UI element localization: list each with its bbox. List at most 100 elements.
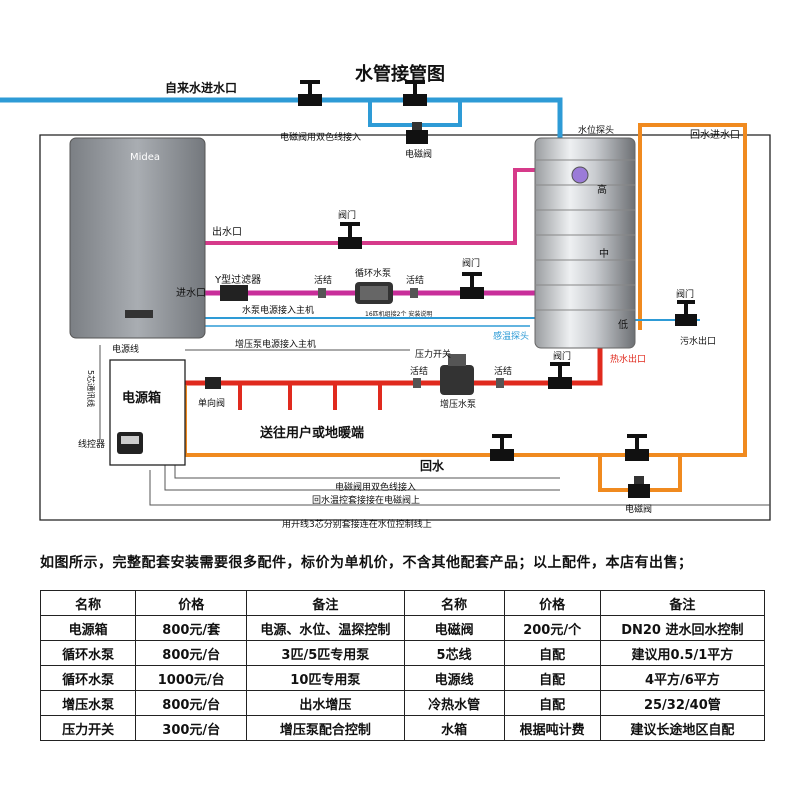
table-cell: 根据吨计费 (503, 715, 601, 741)
solenoid-valve-bottom (628, 476, 650, 498)
label-tap-inlet: 自来水进水口 (165, 80, 237, 95)
wire-1 (149, 470, 770, 506)
table-cell: 3匹/5匹专用泵 (246, 640, 405, 666)
label-to-users: 送往用户或地暖端 (259, 425, 364, 441)
solenoid-valve-top (406, 122, 428, 144)
table-cell: 电源箱 (39, 615, 137, 641)
label-five-core: 5芯通讯线 (86, 370, 96, 407)
table-cell: 200元/个 (503, 615, 601, 641)
valve-return-1 (490, 434, 514, 461)
label-solenoid-bottom: 电磁阀 (625, 503, 652, 515)
water-tank (534, 137, 636, 349)
header-cell: 价格 (503, 590, 601, 616)
circ-pump-icon (355, 282, 393, 304)
header-cell: 价格 (135, 590, 248, 616)
table-cell: 建议用0.5/1平方 (599, 640, 766, 666)
label-temp-probe: 感温探头 (493, 330, 529, 342)
table-row: 增压水泵 800元/台 出水增压 冷热水管 自配 25/32/40管 (39, 690, 766, 716)
table-cell: 压力开关 (39, 715, 137, 741)
label-valve-circ: 阀门 (462, 257, 480, 269)
table-row: 循环水泵 800元/台 3匹/5匹专用泵 5芯线 自配 建议用0.5/1平方 (39, 640, 766, 666)
check-valve-icon (205, 377, 221, 389)
hot-outlet-pipe (205, 168, 560, 245)
label-booster-power: 增压泵电源接入主机 (235, 338, 316, 350)
label-y-filter: Y型过滤器 (214, 273, 261, 286)
table-cell: 自配 (503, 665, 601, 691)
label-pump-note: 16匹机组接2个 安装说明 (365, 310, 432, 318)
label-inlet: 进水口 (176, 287, 206, 299)
table-cell: 800元/台 (135, 640, 248, 666)
union-1-icon (318, 288, 326, 298)
table-cell: 循环水泵 (39, 665, 137, 691)
label-valve-outlet: 阀门 (338, 209, 356, 221)
label-solenoid-top: 电磁阀 (405, 148, 432, 160)
table-row: 循环水泵 1000元/台 10匹专用泵 电源线 自配 4平方/6平方 (39, 665, 766, 691)
label-return-temp: 回水温控套接接在电磁阀上 (312, 494, 420, 506)
label-union-2: 活结 (406, 274, 424, 286)
valve-return-2 (625, 434, 649, 461)
table-cell: 1000元/台 (135, 665, 248, 691)
price-table: 名称 价格 备注 名称 价格 备注 电源箱 800元/套 电源、水位、温探控制 … (39, 590, 766, 741)
table-cell: 4平方/6平方 (599, 665, 766, 691)
label-valve-drain: 阀门 (676, 288, 694, 300)
table-cell: 自配 (503, 640, 601, 666)
booster-pump-icon (440, 354, 474, 395)
label-controller: 线控器 (78, 438, 105, 450)
heat-pump-unit: Midea (69, 137, 206, 339)
valve-cold-1 (298, 80, 322, 106)
header-cell: 备注 (599, 590, 766, 616)
notice-text: 如图所示，完整配套安装需要很多配件，标价为单机价，不含其他配套产品；以上配件，本… (40, 555, 693, 571)
label-drain-outlet: 污水出口 (680, 335, 716, 347)
union-4-icon (496, 378, 504, 388)
label-valve-hot: 阀门 (553, 350, 571, 362)
table-cell: 10匹专用泵 (246, 665, 405, 691)
table-cell: 水箱 (403, 715, 505, 741)
label-booster-pump: 增压水泵 (440, 398, 476, 410)
y-filter-icon (220, 285, 248, 301)
label-return-water: 回水 (420, 458, 445, 473)
table-cell: 增压水泵 (39, 690, 137, 716)
label-union-1: 活结 (314, 274, 332, 286)
label-level-probe: 水位探头 (578, 124, 614, 136)
table-cell: 电源线 (403, 665, 505, 691)
label-outlet: 出水口 (212, 225, 242, 238)
controller-icon (117, 432, 143, 454)
table-cell: 电磁阀 (403, 615, 505, 641)
label-solenoid-wire-2: 电磁阀用双色线接入 (335, 481, 416, 493)
header-cell: 名称 (39, 590, 137, 616)
wire-3 (174, 465, 560, 479)
valve-circ (460, 272, 484, 299)
label-union-4: 活结 (494, 365, 512, 377)
label-level-mid: 中 (599, 247, 609, 260)
table-cell: 800元/套 (135, 615, 248, 641)
table-cell: 冷热水管 (403, 690, 505, 716)
label-level-low: 低 (618, 318, 628, 331)
union-3-icon (413, 378, 421, 388)
table-cell: 建议长途地区自配 (599, 715, 766, 741)
diagram-title: 水管接管图 (355, 63, 445, 85)
label-pressure-switch: 压力开关 (415, 348, 451, 360)
table-cell: 自配 (503, 690, 601, 716)
label-hot-outlet: 热水出口 (610, 353, 646, 365)
label-circ-pump: 循环水泵 (355, 267, 391, 279)
label-power-box: 电源箱 (122, 390, 161, 406)
table-row: 压力开关 300元/台 增压泵配合控制 水箱 根据吨计费 建议长途地区自配 (39, 715, 766, 741)
wire-2 (164, 465, 560, 491)
header-cell: 名称 (403, 590, 505, 616)
valve-drain (675, 300, 697, 326)
header-cell: 备注 (246, 590, 405, 616)
valve-outlet (338, 222, 362, 249)
table-header-row: 名称 价格 备注 名称 价格 备注 (39, 590, 766, 616)
label-check-valve: 单向阀 (198, 397, 225, 409)
label-union-3: 活结 (410, 365, 428, 377)
label-power-cable: 电源线 (112, 343, 139, 355)
label-return-inlet: 回水进水口 (690, 129, 740, 141)
label-level-high: 高 (597, 183, 607, 196)
wire-frame (39, 134, 771, 521)
table-cell: 电源、水位、温探控制 (246, 615, 405, 641)
label-pump-power: 水泵电源接入主机 (242, 304, 314, 316)
piping-diagram: 水管接管图 (0, 63, 771, 530)
table-cell: 300元/台 (135, 715, 248, 741)
table-cell: 25/32/40管 (599, 690, 766, 716)
label-three-core: 用开线3芯分别套接连在水位控制线上 (282, 518, 432, 530)
